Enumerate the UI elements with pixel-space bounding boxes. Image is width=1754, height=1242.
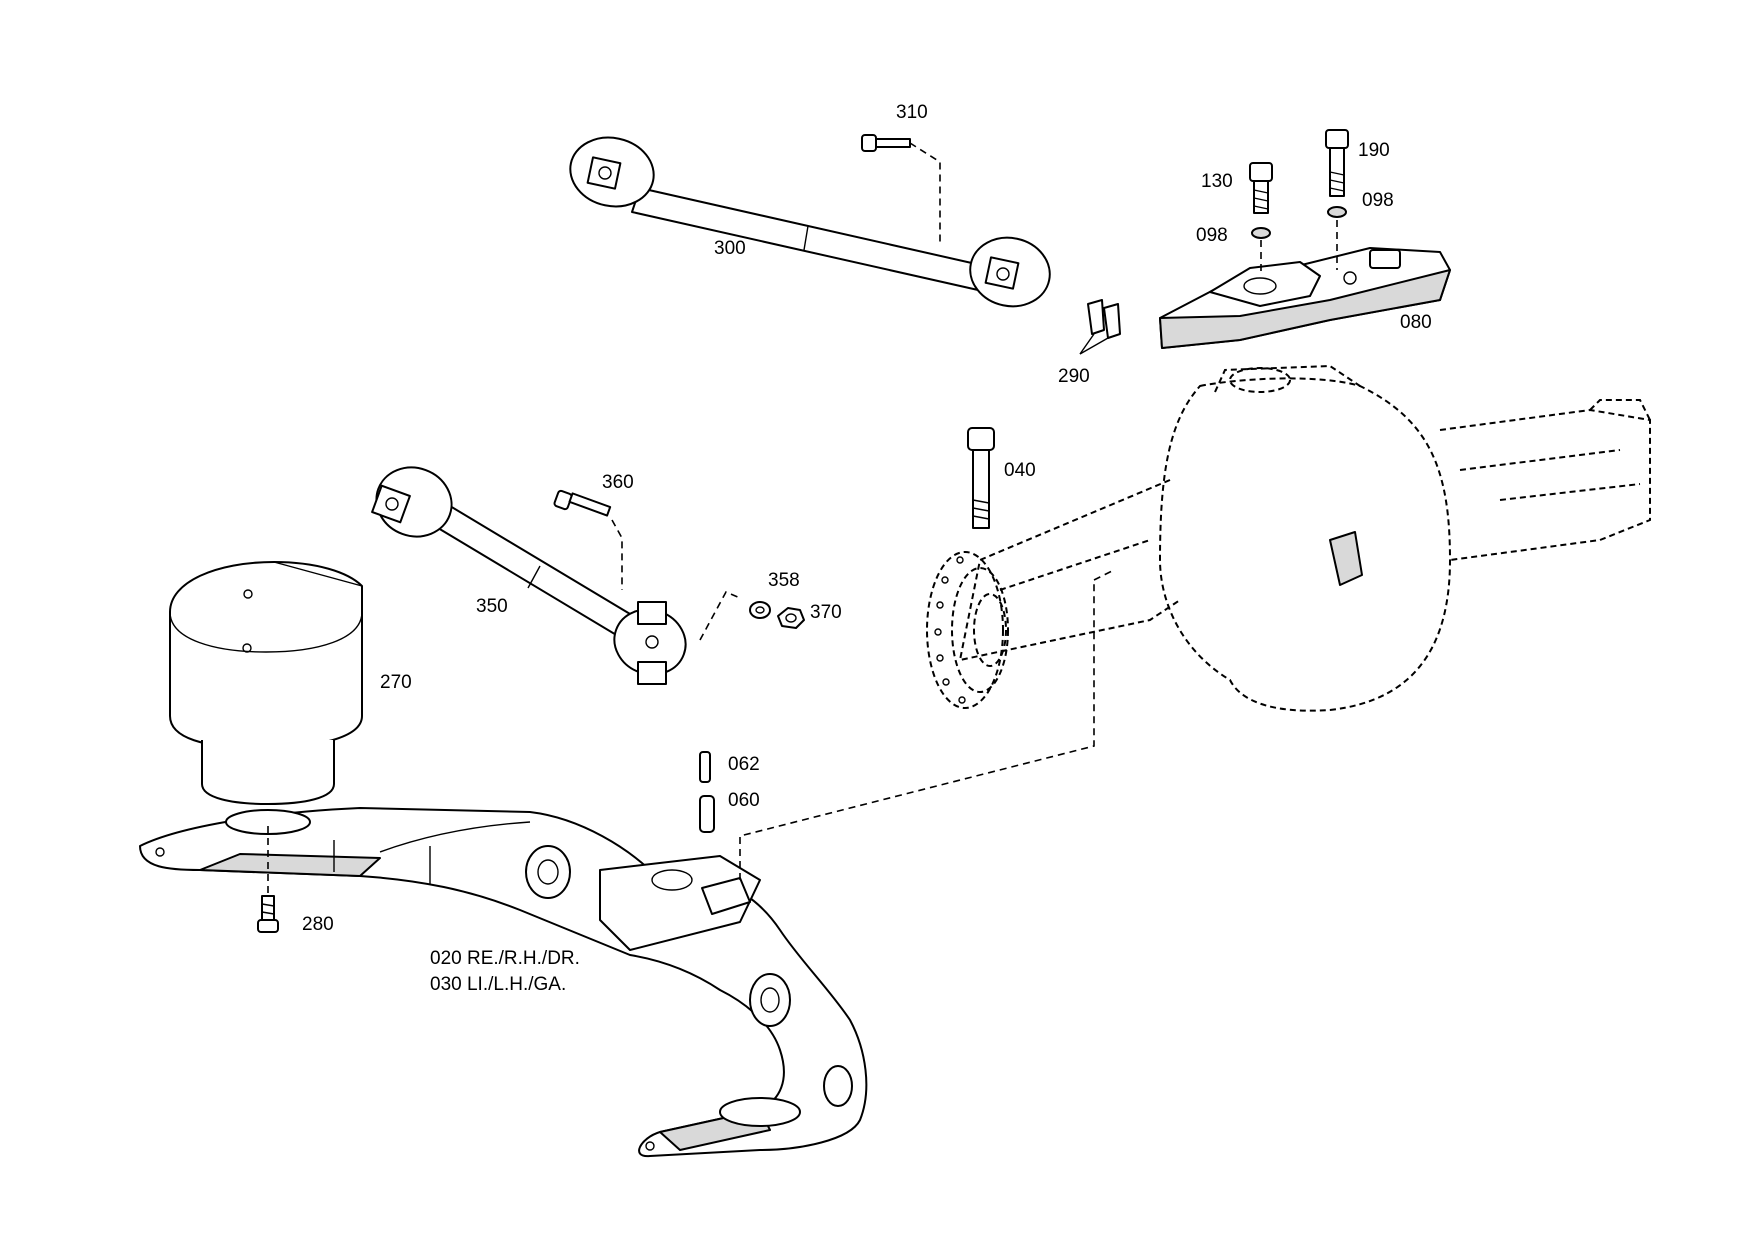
label-280: 280 [302, 914, 334, 935]
label-290: 290 [1058, 366, 1090, 387]
bolt-360 [553, 489, 623, 590]
axle-pad [1329, 531, 1363, 586]
label-060: 060 [728, 790, 760, 811]
label-300: 300 [714, 238, 746, 259]
leader-axle-end [1093, 569, 1115, 581]
label-040: 040 [1004, 460, 1036, 481]
label-side-rh: 020 RE./R.H./DR. [430, 948, 580, 969]
spring-seat-upper [225, 809, 311, 835]
label-360: 360 [602, 472, 634, 493]
label-062: 062 [728, 754, 760, 775]
bracket-080 [1159, 247, 1451, 349]
leader-beam-to-axle [739, 580, 1095, 880]
label-098-left: 098 [1196, 225, 1228, 246]
beam-bushing-lower [749, 973, 791, 1027]
beam-bushing-upper [525, 845, 571, 899]
bolt-280 [257, 826, 279, 933]
spring-seat-lower [719, 1097, 801, 1127]
axle-housing [926, 364, 1651, 712]
washer-098-right [1327, 206, 1347, 218]
label-270: 270 [380, 672, 412, 693]
bolt-040 [967, 427, 995, 529]
shims-290 [1079, 299, 1121, 355]
label-190: 190 [1358, 140, 1390, 161]
support-beam-020-030 [139, 807, 868, 1158]
label-098-right: 098 [1362, 190, 1394, 211]
nut-370 [777, 607, 805, 629]
label-358: 358 [768, 570, 800, 591]
label-310: 310 [896, 102, 928, 123]
bolt-130 [1249, 162, 1273, 276]
bolt-310 [861, 134, 941, 246]
pin-062 [699, 751, 711, 783]
label-350: 350 [476, 596, 508, 617]
label-080: 080 [1400, 312, 1432, 333]
pin-060 [699, 795, 715, 833]
reaction-rod-350 [371, 466, 687, 685]
label-370: 370 [810, 602, 842, 623]
air-spring-270 [169, 561, 363, 805]
washer-098-left [1251, 227, 1271, 239]
bolt-190 [1325, 129, 1349, 270]
label-130: 130 [1201, 171, 1233, 192]
reaction-rod-300 [569, 136, 1051, 308]
label-side-lh: 030 LI./L.H./GA. [430, 974, 566, 995]
washer-358 [699, 590, 771, 641]
